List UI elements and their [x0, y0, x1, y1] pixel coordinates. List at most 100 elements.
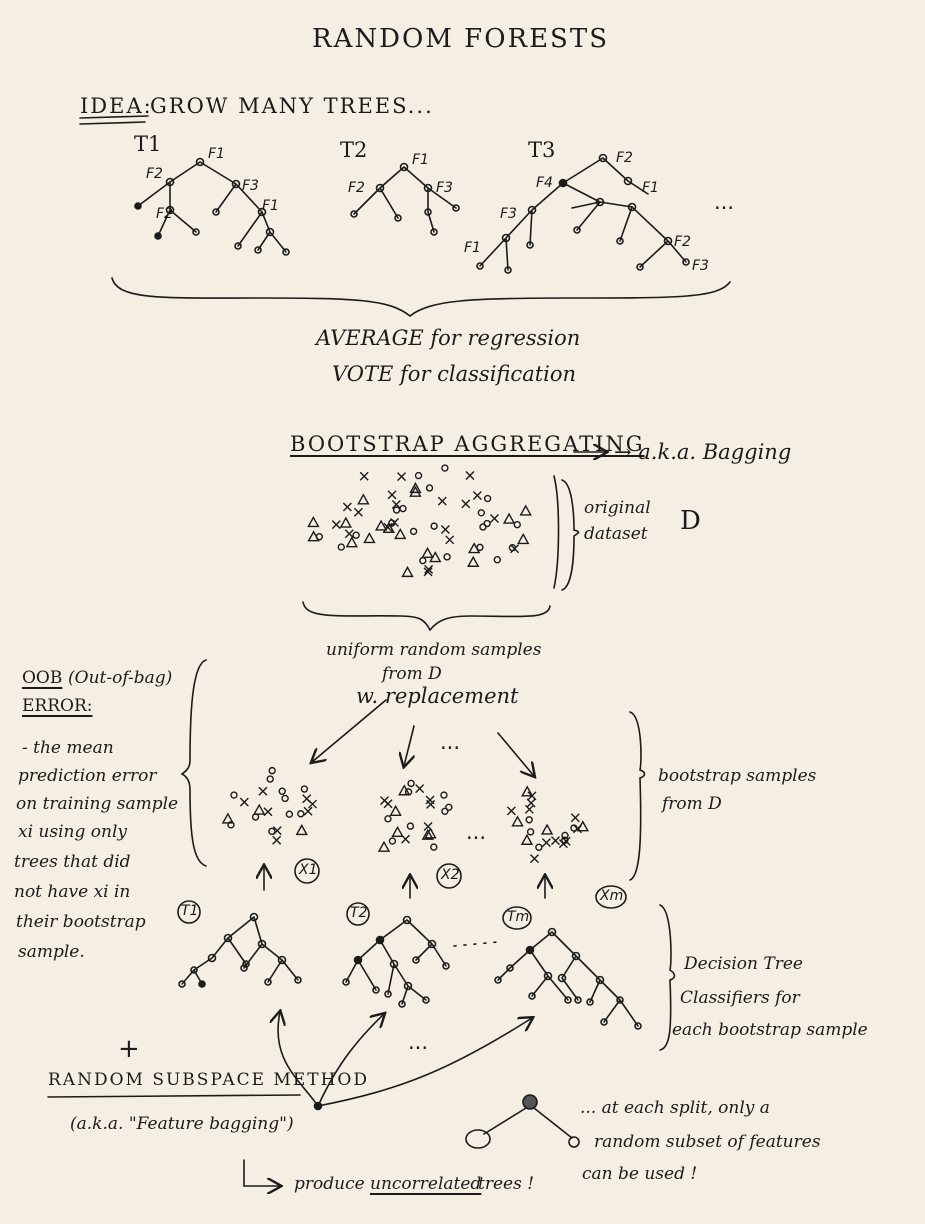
o-mark	[406, 822, 415, 830]
bagging-title: BOOTSTRAP AGGREGATING	[290, 432, 645, 456]
triangle-mark	[377, 840, 391, 852]
x-mark	[272, 835, 282, 845]
classifier-t2-label: T2	[350, 905, 368, 921]
split-illustration	[465, 1094, 580, 1149]
node-label: F1	[412, 152, 429, 168]
node-label: F3	[692, 258, 709, 274]
triangle-mark	[389, 804, 402, 817]
aggregate-classification: VOTE for classification	[332, 362, 577, 386]
node-label: F2	[616, 150, 633, 166]
o-mark	[513, 520, 521, 529]
x1-label: X1	[299, 862, 318, 878]
x-mark	[415, 784, 425, 794]
node-label: F1	[208, 146, 225, 162]
subspace-title: RANDOM SUBSPACE METHOD	[48, 1070, 369, 1090]
classifier-tree-tm	[494, 927, 642, 1030]
triangle-mark	[307, 515, 320, 528]
x1-badge	[294, 858, 320, 884]
oob-title: OOB	[22, 668, 63, 688]
tree-t2-label: T2	[340, 138, 368, 162]
x-mark	[506, 806, 516, 816]
oob-line: on training sample	[16, 794, 179, 814]
oob-line: trees that did	[14, 852, 131, 872]
classifiers-label-2: Classifiers for	[680, 988, 800, 1008]
node-label: F2	[348, 180, 365, 196]
o-mark	[508, 544, 517, 552]
x-mark	[397, 472, 407, 482]
subspace-arrows	[278, 1012, 532, 1111]
x-mark	[558, 839, 568, 849]
x-mark	[445, 535, 455, 545]
x-mark	[529, 854, 539, 864]
o-mark	[425, 484, 434, 492]
node-label: F2	[674, 234, 691, 250]
subspace-note-3: can be used !	[582, 1164, 698, 1184]
x-mark	[272, 826, 282, 836]
o-mark	[300, 785, 309, 793]
node-label: F2	[156, 206, 173, 222]
triangle-mark	[521, 785, 534, 797]
sampling-line-3: w. replacement	[356, 684, 519, 708]
triangle-mark	[253, 803, 266, 815]
xm-badge	[595, 885, 627, 909]
triangle-mark	[520, 833, 534, 845]
triangle-mark	[398, 784, 411, 796]
sampling-line-1: uniform random samples	[326, 640, 542, 660]
triangle-mark	[401, 565, 414, 578]
node-label: F1	[262, 198, 279, 214]
triangle-mark	[307, 530, 320, 542]
triangle-mark	[363, 531, 376, 544]
o-mark	[281, 794, 289, 803]
oob-line: their bootstrap	[16, 912, 146, 932]
classifier-t1-label: T1	[181, 903, 199, 919]
o-mark	[526, 828, 535, 836]
bagging-aka: → a.k.a. Bagging	[614, 440, 792, 464]
x-mark	[423, 567, 433, 577]
o-mark	[337, 543, 345, 551]
subspace-note-1: ... at each split, only a	[580, 1098, 770, 1118]
o-mark	[409, 527, 418, 536]
o-mark	[388, 519, 396, 527]
dataset-label-1: original	[584, 498, 651, 518]
x-mark	[258, 786, 268, 796]
produce-label: produce	[294, 1174, 365, 1194]
uncorrelated-label: uncorrelated	[370, 1174, 482, 1194]
t1-badge	[177, 900, 201, 924]
node-label: F1	[642, 180, 659, 196]
x-mark	[527, 791, 537, 801]
oob-paren: (Out-of-bag)	[68, 668, 173, 688]
oob-line: sample.	[18, 942, 85, 962]
t2-badge	[346, 902, 370, 926]
bootstrap-label-1: bootstrap samples	[658, 766, 817, 786]
o-mark	[251, 813, 260, 821]
triangle-mark	[382, 521, 395, 533]
x-mark	[550, 836, 560, 846]
triangle-mark	[511, 815, 524, 827]
classifier-ellipsis: ...	[408, 1030, 429, 1054]
o-mark	[477, 509, 486, 517]
classifiers-label-1: Decision Tree	[684, 954, 803, 974]
o-mark	[493, 556, 501, 564]
dataset-label-2: dataset	[584, 524, 648, 544]
o-mark	[278, 787, 286, 795]
o-mark	[285, 810, 294, 818]
o-mark	[399, 504, 407, 513]
sampling-ellipsis: ...	[440, 730, 461, 754]
o-mark	[440, 791, 448, 799]
x2-badge	[436, 863, 462, 889]
triangle-mark	[374, 519, 388, 531]
node-label: F3	[242, 178, 259, 194]
o-mark	[476, 543, 484, 552]
xm-label: Xm	[600, 888, 624, 904]
o-mark	[227, 821, 235, 829]
subspace-note-2: random subset of features	[594, 1132, 821, 1152]
classifier-tree-t1	[178, 912, 302, 988]
x-mark	[541, 838, 551, 848]
triangle-mark	[424, 827, 437, 839]
node-label: F4	[536, 175, 553, 191]
triangle-mark	[421, 546, 434, 559]
o-mark	[443, 553, 451, 561]
x-mark	[303, 806, 313, 816]
